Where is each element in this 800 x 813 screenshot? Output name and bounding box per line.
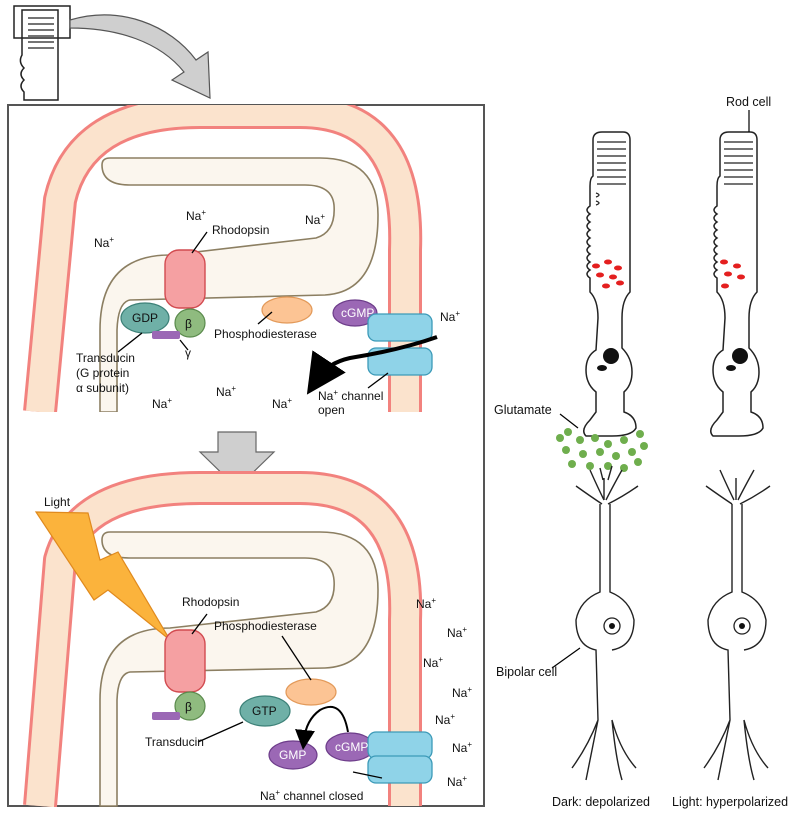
na-ion: Na+ xyxy=(152,396,172,411)
na-channel-open-label-2: open xyxy=(318,403,345,417)
gmp-label: GMP xyxy=(279,748,306,762)
transducin-beta xyxy=(174,691,206,721)
light-bolt-icon xyxy=(34,511,171,641)
na-channel-upper xyxy=(367,731,433,760)
transducin-label-2: (G protein xyxy=(76,366,129,380)
disc-membrane xyxy=(99,157,379,412)
transducin-alpha-gtp xyxy=(239,695,291,727)
rhodopsin-label: Rhodopsin xyxy=(212,223,269,237)
na-ion: Na+ xyxy=(305,212,325,227)
transducin-label: Transducin xyxy=(145,735,204,749)
red-dots-dark xyxy=(592,259,624,289)
state-transition-arrow xyxy=(198,431,276,489)
rod-discs-dark xyxy=(595,141,626,206)
zoom-arrow xyxy=(69,14,211,99)
phosphodiesterase-label: Phosphodiesterase xyxy=(214,327,317,341)
na-ion: Na+ xyxy=(416,596,436,611)
bipolar-cell-label: Bipolar cell xyxy=(496,665,557,679)
transducin-gamma xyxy=(152,712,180,720)
na-channel-open-label: Na+ channel xyxy=(318,388,383,403)
nucleus xyxy=(603,348,619,364)
gtp-label: GTP xyxy=(252,704,277,718)
rod-discs-light xyxy=(724,141,753,185)
transducin-label-1: Transducin xyxy=(76,351,135,365)
rod-outer-segment-thumbnail xyxy=(13,5,71,101)
nucleolus xyxy=(726,365,736,371)
bipolar-nucleolus xyxy=(609,623,615,629)
gdp-label: GDP xyxy=(132,311,158,325)
phosphodiesterase-active xyxy=(285,678,337,706)
na-ion: Na+ xyxy=(447,625,467,640)
cgmp-label: cGMP xyxy=(341,306,374,320)
light-label: Light xyxy=(44,495,71,509)
na-channel-upper xyxy=(367,313,433,342)
gamma-label: γ xyxy=(185,346,191,360)
na-ion: Na+ xyxy=(435,712,455,727)
na-ion: Na+ xyxy=(216,384,236,399)
glutamate-dots xyxy=(556,428,648,472)
na-ion: Na+ xyxy=(94,235,114,250)
transducin-gamma xyxy=(152,331,180,339)
cgmp-conversion-arrow xyxy=(295,705,349,750)
na-ion: Na+ xyxy=(452,685,472,700)
dark-state-panel xyxy=(23,105,423,412)
rhodopsin-label: Rhodopsin xyxy=(182,595,239,609)
red-dots-light xyxy=(720,259,745,289)
nucleus xyxy=(732,348,748,364)
bipolar-nucleolus xyxy=(739,623,745,629)
transducin-beta xyxy=(174,308,206,338)
rod-cell-label: Rod cell xyxy=(726,95,771,109)
beta-label: β xyxy=(185,317,192,331)
rhodopsin-activated xyxy=(164,629,206,693)
na-ion: Na+ xyxy=(423,655,443,670)
rod-cell-light xyxy=(710,131,764,437)
phosphodiesterase-label: Phosphodiesterase xyxy=(214,619,317,633)
rhodopsin xyxy=(164,249,206,309)
na-ion: Na+ xyxy=(272,396,292,411)
dark-caption: Dark: depolarized xyxy=(552,795,650,809)
phosphodiesterase xyxy=(261,296,313,324)
glutamate-label: Glutamate xyxy=(494,403,552,417)
bipolar-cell-light xyxy=(703,469,771,781)
sodium-influx-arrow xyxy=(306,335,438,395)
bipolar-cell-dark xyxy=(571,465,639,781)
nucleolus xyxy=(597,365,607,371)
light-caption: Light: hyperpolarized xyxy=(672,795,788,809)
na-ion: Na+ xyxy=(452,740,472,755)
na-ion: Na+ xyxy=(186,208,206,223)
na-ion: Na+ xyxy=(447,774,467,789)
transducin-alpha-gdp xyxy=(120,302,170,334)
rod-cell-dark xyxy=(583,131,637,437)
na-channel-closed-label: Na+ channel closed xyxy=(260,788,363,803)
cgmp-molecule xyxy=(332,299,378,327)
transducin-label-3: α subunit) xyxy=(76,381,129,395)
cgmp-label: cGMP xyxy=(335,740,368,754)
beta-label: β xyxy=(185,700,192,714)
na-ion: Na+ xyxy=(440,309,460,324)
na-channel-lower xyxy=(367,755,433,784)
